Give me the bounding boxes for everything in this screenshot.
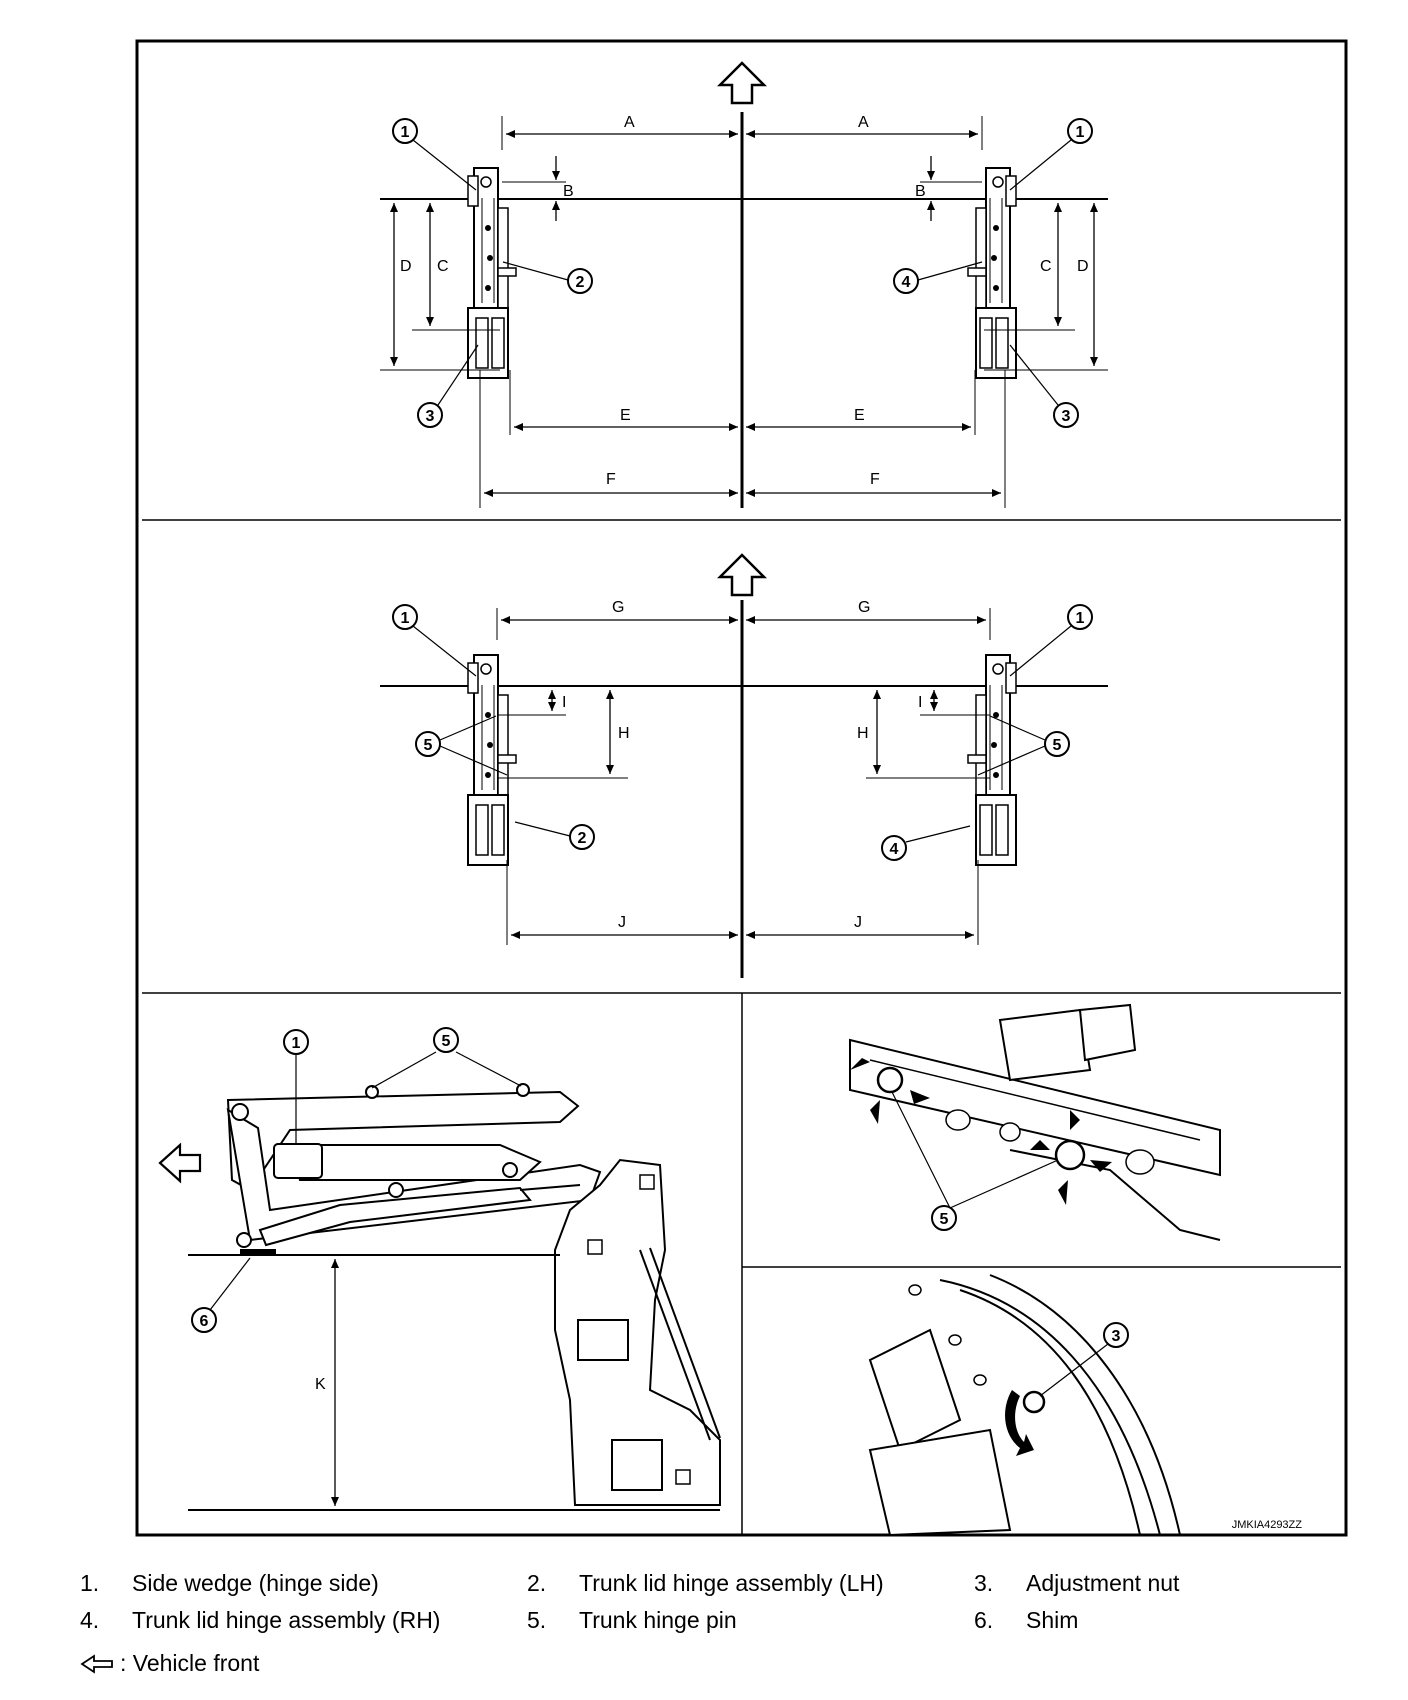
legend-item: 3.Adjustment nut <box>974 1570 1180 1596</box>
dim-label-i-left: I <box>562 694 566 711</box>
dim-label-b-left: B <box>563 183 574 200</box>
callout-3-top-left: 3 <box>426 408 435 425</box>
callout-6-side: 6 <box>200 1313 209 1330</box>
figure-id: JMKIA4293ZZ <box>1232 1519 1303 1531</box>
curved-arrow-icon <box>1005 1390 1034 1456</box>
callout-5-mid-right: 5 <box>1053 737 1062 754</box>
dim-label-h-right: H <box>857 725 869 742</box>
dim-label-j-left: J <box>618 914 626 931</box>
callout-3-detail: 3 <box>1112 1328 1121 1345</box>
callout-2-mid: 2 <box>578 830 587 847</box>
callout-2-top: 2 <box>576 274 585 291</box>
solid-arrow-icon <box>850 1058 1112 1205</box>
dim-label-k: K <box>315 1376 326 1393</box>
dim-label-f-right: F <box>870 471 880 488</box>
callout-1-top-left: 1 <box>401 124 410 141</box>
dim-label-d-left: D <box>400 258 412 275</box>
dim-label-g-left: G <box>612 599 624 616</box>
legend-item: 5.Trunk hinge pin <box>527 1607 737 1633</box>
panel-top-dimensions: A A B B C D C D E E <box>380 61 1108 508</box>
dim-label-i-right: I <box>918 694 922 711</box>
panel-middle-dimensions: G G I H I H J J 1 1 5 <box>380 553 1108 978</box>
dim-label-e-left: E <box>620 407 631 424</box>
callout-4-mid: 4 <box>890 841 899 858</box>
dim-label-f-left: F <box>606 471 616 488</box>
callout-1-top-right: 1 <box>1076 124 1085 141</box>
callout-4-top: 4 <box>902 274 911 291</box>
dim-label-a-right: A <box>858 114 869 131</box>
dim-label-c-right: C <box>1040 258 1052 275</box>
vehicle-front-note: : Vehicle front <box>80 1650 259 1677</box>
legend-item: 2.Trunk lid hinge assembly (LH) <box>527 1570 884 1596</box>
callout-1-mid-left: 1 <box>401 610 410 627</box>
vehicle-front-arrow-icon <box>158 1142 202 1184</box>
dim-label-b-right: B <box>915 183 926 200</box>
hollow-arrow-icon <box>716 553 768 597</box>
legend-item: 6.Shim <box>974 1607 1079 1633</box>
hollow-arrow-icon <box>716 61 768 105</box>
callout-1-side: 1 <box>292 1035 301 1052</box>
dim-label-e-right: E <box>854 407 865 424</box>
legend-item: 4.Trunk lid hinge assembly (RH) <box>80 1607 441 1633</box>
dim-label-j-right: J <box>854 914 862 931</box>
callout-1-mid-right: 1 <box>1076 610 1085 627</box>
callout-3-top-right: 3 <box>1062 408 1071 425</box>
hinge-adjustment-diagram: A A B B C D C D E E <box>135 39 1348 1537</box>
dim-label-c-left: C <box>437 258 449 275</box>
dim-label-a-left: A <box>624 114 635 131</box>
panel-hinge-pin-detail: 5 <box>849 1003 1221 1241</box>
dim-label-h-left: H <box>618 725 630 742</box>
dim-label-g-right: G <box>858 599 870 616</box>
callout-5-detail: 5 <box>940 1211 949 1228</box>
parts-legend: 1.Side wedge (hinge side) 2.Trunk lid hi… <box>80 1570 1320 1644</box>
panel-side-view: K 1 5 6 <box>158 1027 721 1511</box>
callout-5-mid-left: 5 <box>424 737 433 754</box>
hollow-arrow-icon <box>80 1653 113 1674</box>
callout-5-side: 5 <box>442 1033 451 1050</box>
legend-item: 1.Side wedge (hinge side) <box>80 1570 379 1596</box>
vehicle-front-label: : Vehicle front <box>120 1650 260 1676</box>
dim-label-d-right: D <box>1077 258 1089 275</box>
panel-adjustment-nut-detail: 3 <box>868 1274 1181 1537</box>
